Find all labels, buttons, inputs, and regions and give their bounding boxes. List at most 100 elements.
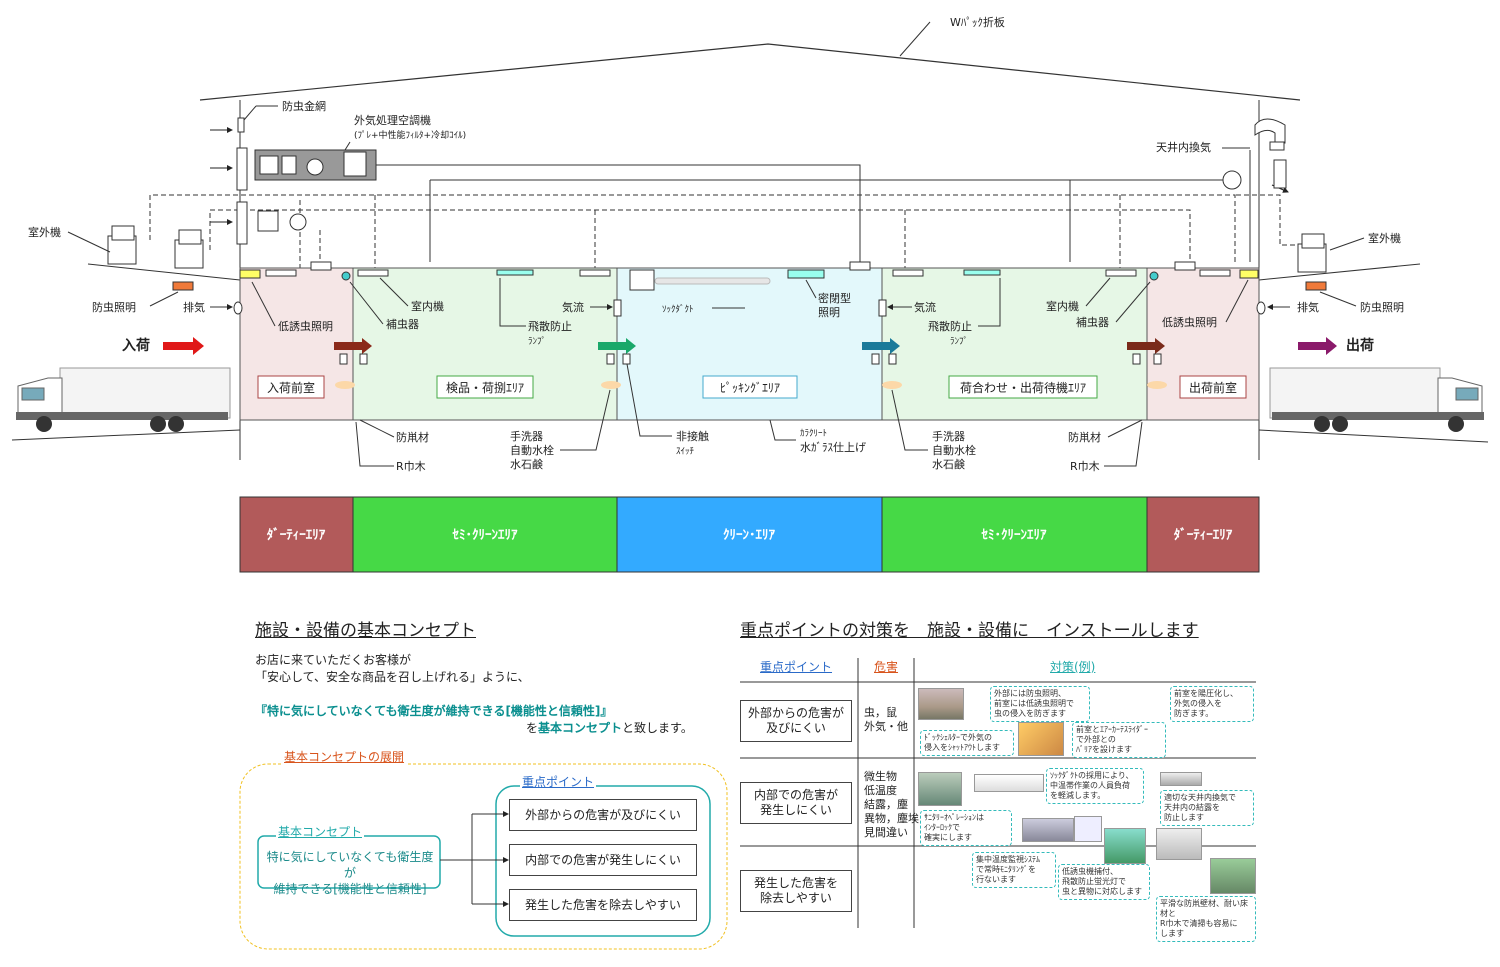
concept-line-4: を基本コンセプトと致します。	[526, 720, 693, 736]
area-label-picking: ﾋﾟｯｷﾝｸﾞｴﾘｱ	[720, 381, 780, 395]
header-measure: 対策(例)	[1050, 660, 1096, 674]
insect-light-right	[1305, 281, 1327, 291]
hand-wash-left-2: 自動水栓	[510, 443, 554, 457]
outdoor-unit-right-label: 室外機	[1368, 231, 1401, 245]
photo-trap	[1104, 828, 1146, 864]
refrigerant-lines	[149, 194, 1295, 268]
sock-duct-label: ｿｯｸﾀﾞｸﾄ	[662, 304, 694, 315]
hand-wash-right-2: 自動水栓	[932, 443, 976, 457]
ahu-label-2: (ﾌﾟﾚ+中性能ﾌｨﾙﾀ+冷却ｺｲﾙ)	[354, 129, 466, 141]
photo-control	[1074, 816, 1102, 842]
w-pack-label: Wﾊﾟｯｸ折板	[950, 15, 1005, 29]
concept-line-4-post: と致します。	[622, 721, 693, 735]
row-point-removal: 発生した危害を 除去しやすい	[740, 870, 852, 912]
outdoor-unit-left-label: 室外機	[28, 225, 61, 239]
note-ceiling-vent: 適切な天井内換気で 天井内の結露を 防止します	[1160, 790, 1254, 826]
r-baseboard-left-label: R巾木	[396, 459, 426, 473]
scatter-left-label-2: ﾗﾝﾌﾟ	[528, 336, 546, 347]
exhaust-left-label: 排気	[183, 300, 205, 314]
floor-2: 水ｶﾞﾗｽ仕上げ	[800, 441, 866, 454]
concept-highlight: 『特に気にしていなくても衛生度が維持できる[機能性と信頼性]』	[255, 704, 613, 718]
note-sock-duct: ｿｯｸﾀﾞｸﾄの採用により、 中温帯作業の人員負荷 を軽減します。	[1046, 768, 1144, 804]
area-label-staging: 荷合わせ・出荷待機ｴﾘｱ	[960, 380, 1086, 395]
sealed-light-label-2: 照明	[818, 306, 840, 319]
contactless-1: 非接触	[676, 429, 709, 443]
low-attract-left-label: 低誘虫照明	[278, 320, 333, 333]
roof	[199, 43, 1301, 101]
zone-label-semi-clean-left: ｾﾐ･ｸﾘｰﾝｴﾘｱ	[452, 528, 519, 543]
points-label: 重点ポイント	[520, 774, 597, 790]
insect-light-right-label: 防虫照明	[1360, 300, 1404, 314]
indoor-left-label: 室内機	[411, 299, 444, 313]
ahu-label-1: 外気処理空調機	[354, 113, 431, 127]
airflow-left-label: 気流	[562, 300, 584, 314]
exhaust-right-label: 排気	[1297, 300, 1319, 314]
points-frame	[495, 785, 711, 937]
zone-dirty-right	[1146, 496, 1260, 573]
floor-1: ｶﾗｸﾘｰﾄ	[800, 428, 827, 439]
deploy-title: 基本コンセプトの展開	[282, 749, 407, 765]
anti-rodent-left-label: 防鼡材	[396, 430, 429, 444]
truck-left	[16, 367, 231, 432]
r-baseboard-right-label: R巾木	[1070, 459, 1100, 473]
photo-exterior	[918, 688, 964, 720]
zone-bar: ﾀﾞｰﾃｨｰｴﾘｱ ｾﾐ･ｸﾘｰﾝｴﾘｱ ｸﾘｰﾝ･ｴﾘｱ ｾﾐ･ｸﾘｰﾝｴﾘｱ…	[239, 496, 1260, 573]
concept-title: 施設・設備の基本コンセプト	[255, 621, 476, 641]
note-smooth-wall: 平滑な防鼡壁材、耐い床材と R巾木で清掃も容易に します	[1156, 896, 1256, 942]
insect-light-left	[172, 281, 194, 291]
truck-right	[1269, 367, 1484, 432]
basic-concept-text: 特に気にしていなくても衛生度が 維持できる[機能性と信頼性]	[266, 850, 434, 896]
indoor-right-label: 室内機	[1046, 299, 1079, 313]
row-point-external: 外部からの危害が 及びにくい	[740, 700, 852, 742]
insect-light-left-label: 防虫照明	[92, 300, 136, 314]
ceiling-vent-label: 天井内換気	[1156, 140, 1211, 154]
inbound-label: 入荷	[122, 337, 150, 354]
row-point-internal: 内部での危害が 発生しにくい	[740, 782, 852, 824]
photo-monitor	[1022, 818, 1074, 842]
photo-room	[918, 772, 962, 806]
header-hazard: 危害	[874, 660, 899, 674]
note-low-attract-fixture: 低誘虫機捕付、 飛散防止蛍光灯で 虫と異物に対応します	[1058, 864, 1150, 900]
point-box-internal: 内部での危害が発生しにくい	[509, 844, 697, 876]
trap-left-label: 補虫器	[386, 318, 419, 331]
note-temperature-monitoring: 集中温度監視ｼｽﾃﾑ で常時ﾓﾆﾀﾘﾝｸﾞを 行ないます	[972, 852, 1056, 888]
note-dock-shelter: ﾄﾞｯｸｼｪﾙﾀｰで外気の 侵入をｼｬｯﾄｱｳﾄします	[920, 730, 1014, 756]
area-label-outbound-ante: 出荷前室	[1189, 380, 1237, 395]
scatter-left-label-1: 飛散防止	[528, 319, 572, 333]
note-positive-pressure: 前室を陽圧化し、 外気の侵入を 防ぎます。	[1170, 686, 1254, 722]
zone-dirty-left	[239, 496, 354, 573]
hand-wash-right-3: 水石鹸	[932, 457, 965, 471]
header-point: 重点ポイント	[760, 660, 833, 674]
zone-semi-clean-left	[352, 496, 618, 573]
concept-line-2: 「安心して、安全な商品を召し上げれる」ように、	[255, 670, 530, 684]
area-label-inbound-ante: 入荷前室	[267, 380, 315, 395]
row-hazard-external: 虫，鼠 外気・他	[864, 706, 908, 733]
airflow-right-label: 気流	[914, 300, 936, 314]
hand-wash-right-1: 手洗器	[932, 429, 965, 443]
sealed-light-label-1: 密閉型	[818, 291, 851, 305]
scatter-right-label-1: 飛散防止	[928, 319, 972, 333]
photo-vent	[1160, 772, 1202, 786]
duct-lines	[376, 150, 1251, 262]
outdoor-unit-left-2	[174, 229, 204, 269]
zone-label-semi-clean-right: ｾﾐ･ｸﾘｰﾝｴﾘｱ	[981, 528, 1048, 543]
zone-label-clean: ｸﾘｰﾝ･ｴﾘｱ	[723, 528, 776, 543]
insect-net-label: 防虫金網	[282, 99, 326, 113]
sock-duct	[654, 277, 771, 285]
outbound-label: 出荷	[1346, 337, 1374, 354]
photo-tube	[1156, 828, 1202, 860]
zone-label-dirty-right: ﾀﾞｰﾃｨｰｴﾘｱ	[1174, 527, 1233, 543]
zone-clean	[616, 496, 883, 573]
note-insect-light: 外部には防虫照明、 前室には低誘虫照明で 虫の侵入を防ぎます	[990, 686, 1090, 722]
measures-title: 重点ポイントの対策を 施設・設備に インストールします	[740, 621, 1199, 641]
insect-net	[237, 117, 245, 133]
zone-semi-clean-right	[881, 496, 1148, 573]
concept-line-4-pre: を	[526, 721, 539, 735]
outdoor-unit-right	[1297, 233, 1327, 273]
deploy-frame	[239, 763, 728, 950]
hand-wash-left-3: 水石鹸	[510, 457, 543, 471]
point-box-removal: 発生した危害を除去しやすい	[509, 889, 697, 921]
photo-sock-duct	[974, 774, 1044, 792]
low-attract-right-label: 低誘虫照明	[1162, 316, 1217, 329]
